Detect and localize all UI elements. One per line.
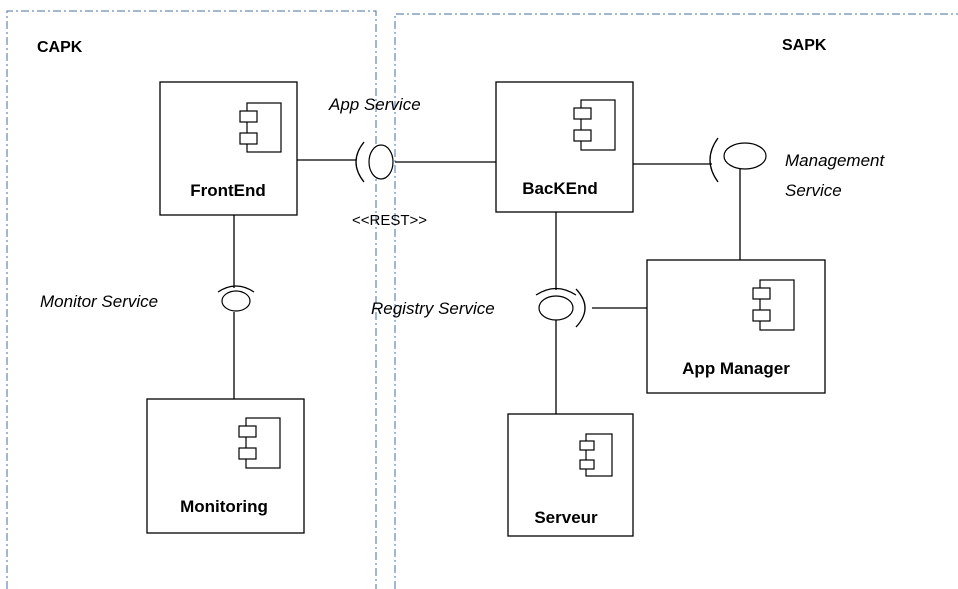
capk-package-border	[6, 10, 377, 589]
backend-label: BacKEnd	[522, 179, 598, 198]
component-icon	[579, 433, 613, 477]
app-service-interface-icon	[355, 141, 394, 183]
sapk-package-label: SAPK	[782, 37, 827, 54]
rest-stereotype-label: <<REST>>	[352, 212, 427, 229]
monitor-service-label: Monitor Service	[40, 292, 158, 311]
management-service-label-line2: Service	[785, 181, 842, 200]
registry-service-label: Registry Service	[371, 299, 495, 318]
app-manager-label: App Manager	[682, 359, 790, 378]
backend-component[interactable]: BacKEnd	[495, 81, 634, 213]
frontend-component[interactable]: FrontEnd	[159, 81, 298, 216]
registry-service-interface-icon	[535, 287, 586, 328]
component-icon	[752, 279, 795, 331]
app-service-label: App Service	[328, 95, 421, 114]
monitor-service-interface-icon	[217, 285, 255, 312]
management-service-label-line1: Management	[785, 151, 886, 170]
monitoring-label: Monitoring	[180, 497, 268, 516]
connectors	[233, 159, 741, 414]
serveur-label: Serveur	[534, 508, 598, 527]
monitoring-component[interactable]: Monitoring	[146, 398, 305, 534]
sapk-package: SAPK	[394, 13, 958, 589]
serveur-component[interactable]: Serveur	[507, 413, 634, 537]
component-icon	[239, 102, 282, 153]
component-icon	[573, 99, 616, 151]
management-service-interface-icon	[709, 137, 767, 183]
app-manager-component[interactable]: App Manager	[646, 259, 826, 394]
capk-package: CAPK	[6, 10, 377, 589]
capk-package-label: CAPK	[37, 39, 83, 56]
sapk-package-border	[394, 13, 958, 589]
frontend-label: FrontEnd	[190, 181, 266, 200]
component-icon	[238, 417, 281, 469]
